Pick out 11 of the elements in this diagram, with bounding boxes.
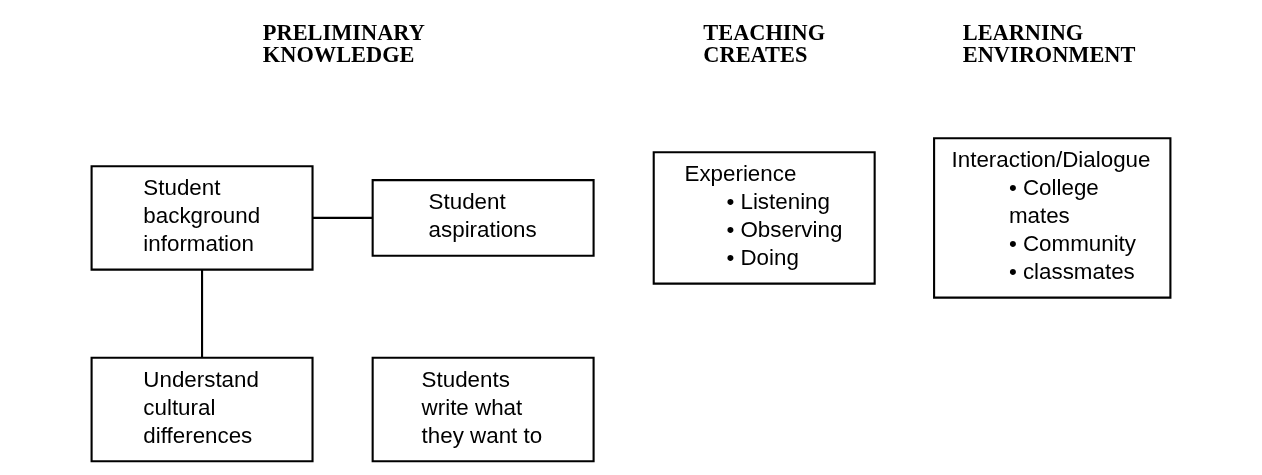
label: PRELIMINARY KNOWLEDGE <box>262 20 425 68</box>
node-box: Experience • Listening • Observing • Doing <box>652 151 876 285</box>
connector <box>312 216 373 219</box>
label: TEACHING CREATES <box>703 20 826 68</box>
connector <box>201 269 204 358</box>
node-box: Student aspirations <box>371 179 595 257</box>
node-box: Student background information <box>90 165 314 271</box>
label: LEARNING ENVIRONMENT <box>962 20 1136 68</box>
node-box: Interaction/Dialogue • College mates • Community • classmates <box>933 137 1172 299</box>
node-box: Understand cultural differences <box>90 356 314 463</box>
node-box: Students write what they want to <box>371 356 595 463</box>
